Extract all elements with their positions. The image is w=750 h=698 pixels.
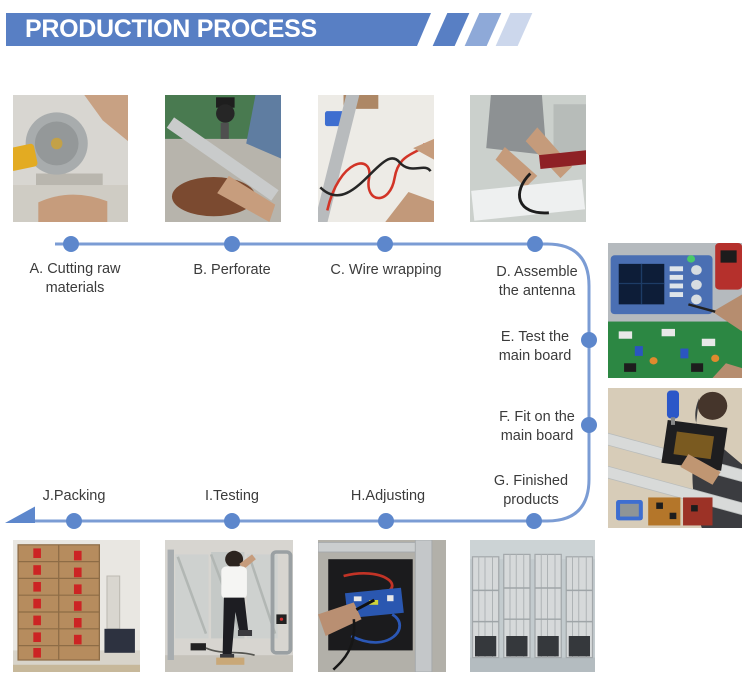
banner-stripe-3	[495, 13, 533, 46]
step-g-line2: products	[503, 492, 559, 508]
finished-products-photo	[470, 540, 595, 672]
flow-dot-h	[378, 513, 394, 529]
step-d-label: D. Assemble the antenna	[496, 263, 577, 301]
assemble-antenna-photo	[470, 95, 586, 222]
adjusting-photo	[318, 540, 446, 672]
step-d-line1: D. Assemble	[496, 264, 578, 280]
step-f-label: F. Fit on the main board	[499, 408, 575, 446]
step-f-line1: F. Fit on the	[499, 409, 575, 425]
step-i-line1: I.Testing	[205, 488, 259, 504]
flow-dot-b	[224, 236, 240, 252]
step-j-label: J.Packing	[43, 487, 106, 506]
flow-dot-i	[224, 513, 240, 529]
step-h-line1: H.Adjusting	[350, 488, 426, 504]
header-banner: PRODUCTION PROCESS	[6, 13, 431, 46]
step-e-line1: E. Test the	[500, 329, 570, 345]
step-b-label: B. Perforate	[193, 261, 270, 280]
step-i-label: I.Testing	[205, 487, 259, 506]
step-h-label: H.Adjusting	[351, 487, 425, 506]
flow-dot-e	[581, 332, 597, 348]
step-g-label: G. Finished products	[494, 472, 568, 510]
cutting-raw-materials-photo	[13, 95, 128, 222]
step-a-line1: A. Cutting raw	[29, 261, 121, 277]
flow-dot-d	[527, 236, 543, 252]
step-j-line1: J.Packing	[42, 488, 106, 504]
step-e-label: E. Test the main board	[499, 328, 572, 366]
banner-stripe-1	[432, 13, 470, 46]
flow-dot-j	[66, 513, 82, 529]
packing-photo	[13, 540, 140, 672]
flow-dot-c	[377, 236, 393, 252]
page-title: PRODUCTION PROCESS	[25, 15, 317, 43]
step-c-label: C. Wire wrapping	[330, 261, 441, 280]
step-b-line1: B. Perforate	[193, 262, 271, 278]
step-a-label: A. Cutting raw materials	[29, 260, 120, 298]
fit-main-board-photo	[608, 388, 742, 528]
flow-dot-f	[581, 417, 597, 433]
flow-arrow-head	[5, 506, 35, 523]
step-e-line2: main board	[498, 348, 572, 364]
step-c-line1: C. Wire wrapping	[330, 262, 442, 278]
step-g-line1: G. Finished	[493, 473, 569, 489]
testing-photo	[165, 540, 293, 672]
test-main-board-photo	[608, 243, 742, 378]
flow-dot-g	[526, 513, 542, 529]
step-f-line2: main board	[500, 428, 574, 444]
step-d-line2: the antenna	[498, 283, 576, 299]
banner-stripe-2	[464, 13, 502, 46]
flow-dot-a	[63, 236, 79, 252]
step-a-line2: materials	[45, 280, 105, 296]
wire-wrapping-photo	[318, 95, 434, 222]
perforate-photo	[165, 95, 281, 222]
